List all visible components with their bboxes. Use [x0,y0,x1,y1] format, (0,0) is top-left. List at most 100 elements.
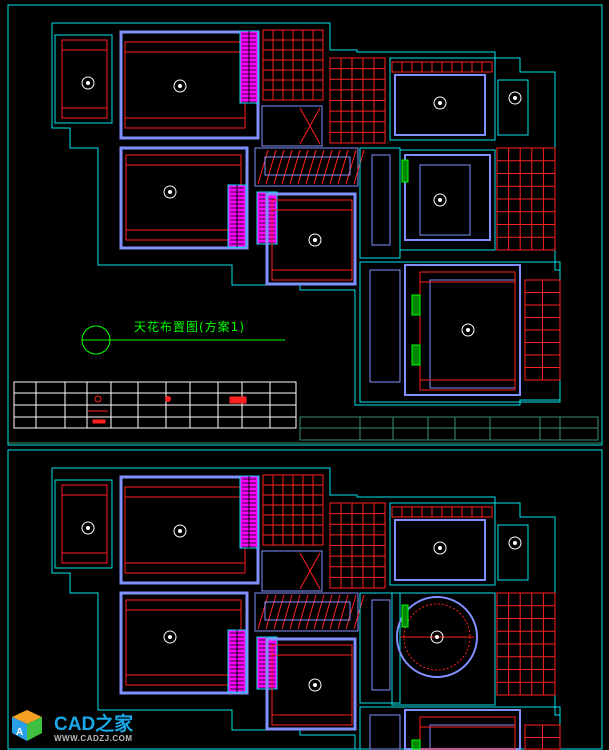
downlight-icon [94,395,102,403]
corridor-hatch [313,594,325,630]
side-column [359,147,401,259]
lamp-center-icon [168,190,172,194]
watermark-name: CAD之家 [54,714,134,735]
corridor-hatch [321,149,333,185]
corridor-hatch [345,594,357,630]
round-ceiling [396,596,478,678]
light-strip [401,159,409,183]
cube-logo-icon: A [12,710,42,741]
room-bedroom-2 [119,591,249,695]
ceiling-offset-line [271,644,353,726]
lamp-center-icon [435,635,439,639]
flower-lamp-icon [163,185,177,199]
corridor-hatch [345,149,357,185]
corridor-hatch [305,149,317,185]
corridor-hatch [257,149,269,185]
cross-line [299,107,321,145]
center-ceiling-inner [419,164,471,236]
bathroom [261,550,323,592]
room-dining [389,57,496,141]
lamp-center-icon [438,198,442,202]
ceiling-offset-line [271,199,353,281]
flower-lamp-icon [430,630,444,644]
corridor-hatch [321,594,333,630]
room-living [359,261,561,403]
side-column-inner [371,599,391,691]
center-ceiling [404,154,491,241]
living-side-panel [369,714,401,750]
building-outline [51,22,561,406]
dining-ceiling [394,74,486,136]
lamp-center-icon [168,635,172,639]
corridor-hatch [289,594,301,630]
lamp-center-icon [438,101,442,105]
room-center [399,149,496,251]
corridor-ceiling [264,601,351,621]
flower-lamp-icon [173,524,187,538]
ceiling-lamp-icon [81,521,95,535]
lamp-center-icon [178,529,182,533]
corridor-hatch [305,594,317,630]
living-ceiling [404,264,521,396]
chandelier-icon [229,396,247,404]
flower-lamp-icon [433,541,447,555]
lamp-center-icon [178,84,182,88]
flower-lamp-icon [461,323,475,337]
lamp-center-icon [438,546,442,550]
corridor-hatch [353,594,365,630]
ceiling-offset-line [124,486,246,574]
flower-lamp-icon [433,193,447,207]
corridor-ceiling [264,156,351,176]
flower-lamp-icon [163,630,177,644]
lamp-center-icon [513,541,517,545]
bathroom [261,105,323,147]
room-bedroom-3 [265,192,357,286]
ceiling-offset-line [61,39,108,119]
flower-lamp-icon [308,678,322,692]
side-column [359,592,401,704]
room-living [359,706,561,750]
watermark-url: WWW.CADZJ.COM [54,734,133,743]
corridor-hatch [289,149,301,185]
room-dining [389,502,496,586]
corridor-hatch [265,149,277,185]
light-strip [411,294,421,316]
ceiling-lamp-icon [81,76,95,90]
flower-lamp-icon [308,233,322,247]
room-small-left [54,479,113,569]
room-center [391,592,496,706]
corridor-hatch [353,149,365,185]
corridor-hatch [313,149,325,185]
corridor-hatch [337,594,349,630]
corridor-hatch [273,149,285,185]
lamp-center-icon [513,96,517,100]
balcony-top [497,524,529,581]
watermark-logo: A CAD之家 WWW.CADZJ.COM [6,704,156,748]
room-bedroom-1 [119,30,260,140]
ceiling-lamp-icon [508,91,522,105]
ceiling-offset-line [419,716,516,750]
light-strip [411,739,421,750]
room-bedroom-1 [119,475,260,585]
corridor-hatch [337,149,349,185]
lamp-center-icon [86,81,90,85]
corridor [254,592,359,632]
corridor-hatch [329,594,341,630]
corridor [254,147,359,187]
corridor-hatch [265,594,277,630]
light-strip [401,604,409,628]
svg-text:A: A [16,727,23,738]
wall-lamp-icon [92,419,106,424]
ceiling-offset-line [125,154,242,241]
corridor-hatch [257,594,269,630]
corridor-hatch [281,594,293,630]
lamp-center-icon [466,328,470,332]
corridor-hatch [281,149,293,185]
drawing-title: 天花布置图(方案1) [134,320,245,334]
sheet-frame [7,449,603,750]
room-bedroom-3 [265,637,357,731]
flower-lamp-icon [173,79,187,93]
living-side-panel [369,269,401,383]
